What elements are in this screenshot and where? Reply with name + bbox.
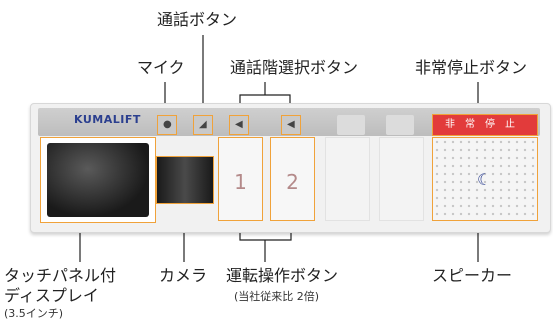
camera — [156, 156, 214, 204]
blank-panel — [379, 137, 424, 221]
operation-button-1[interactable]: 1 — [218, 137, 263, 221]
label-mic: マイク — [137, 58, 185, 77]
operation-button-2-label: 2 — [286, 170, 299, 194]
label-floor-select: 通話階選択ボタン — [230, 58, 359, 77]
label-speaker: スピーカー — [432, 266, 513, 285]
label-touch-display-line2: ディスプレイ — [4, 286, 99, 305]
speaker-grille: ☾ — [432, 137, 538, 221]
mic-icon: ● — [157, 115, 177, 135]
floor-select-button-2[interactable]: ◀ — [281, 115, 301, 135]
operation-button-1-label: 1 — [234, 170, 247, 194]
label-operation-note: (当社従来比 2倍) — [234, 290, 320, 303]
blank-panel — [325, 137, 370, 221]
kumalift-logo: KUMALIFT — [74, 113, 141, 126]
operation-button-2[interactable]: 2 — [270, 137, 315, 221]
label-call-button: 通話ボタン — [157, 10, 238, 29]
call-button[interactable]: ◢ — [193, 115, 213, 135]
blank-slot — [386, 115, 414, 135]
label-camera: カメラ — [159, 266, 208, 285]
display-screen — [47, 143, 149, 217]
blank-slot — [337, 115, 365, 135]
moon-logo-icon: ☾ — [477, 170, 492, 189]
label-operation-buttons: 運転操作ボタン — [226, 266, 339, 285]
label-touch-display-note: (3.5インチ) — [4, 307, 64, 320]
touch-display[interactable] — [40, 137, 156, 223]
floor-select-button-1[interactable]: ◀ — [229, 115, 249, 135]
label-touch-display-line1: タッチパネル付 — [4, 266, 117, 285]
label-emergency-stop: 非常停止ボタン — [415, 58, 528, 77]
emergency-stop-button[interactable]: 非常停止 — [432, 114, 538, 136]
